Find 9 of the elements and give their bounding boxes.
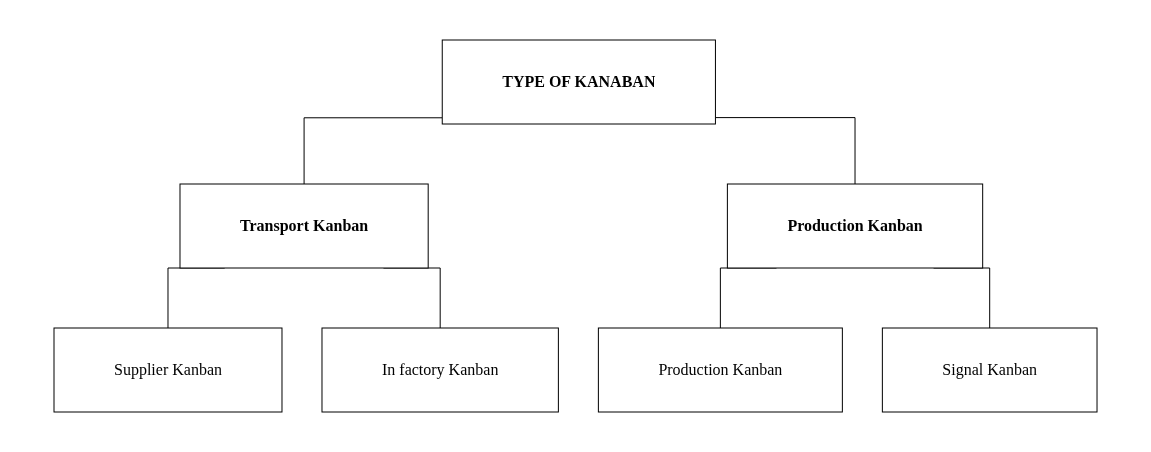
- node-box: TYPE OF KANABAN: [441, 39, 716, 125]
- node-box: Signal Kanban: [881, 327, 1098, 413]
- node-box: Transport Kanban: [179, 183, 429, 269]
- connector: [714, 117, 856, 185]
- node-box: In factory Kanban: [321, 327, 559, 413]
- node-box: Production Kanban: [726, 183, 984, 269]
- node-box: Production Kanban: [597, 327, 843, 413]
- connector: [303, 117, 443, 185]
- node-box: Supplier Kanban: [53, 327, 283, 413]
